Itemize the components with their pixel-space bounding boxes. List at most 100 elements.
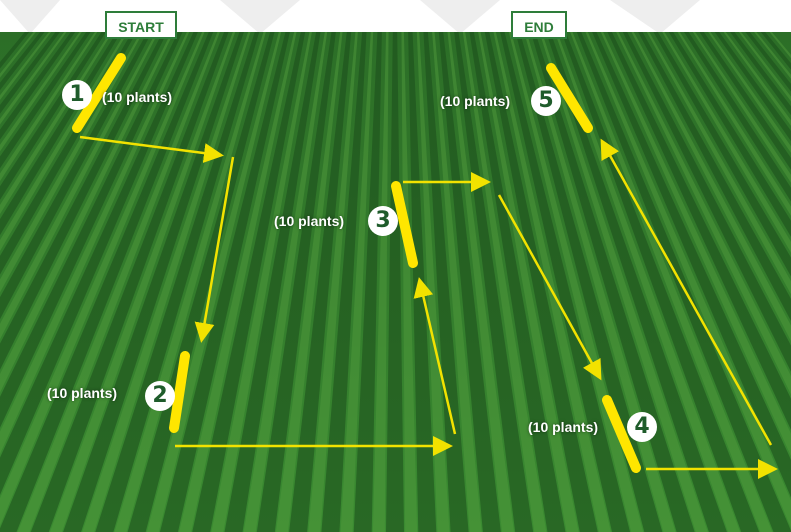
crop-row <box>646 32 791 295</box>
crop-row <box>0 32 144 293</box>
crop-row <box>275 32 343 532</box>
crop-row <box>432 32 482 532</box>
station-plants-3: (10 plants) <box>274 213 345 229</box>
crop-furrow <box>653 32 791 277</box>
sample-marker-2 <box>169 351 190 433</box>
crop-furrow <box>484 32 598 532</box>
crop-row <box>769 32 791 59</box>
crop-furrow <box>256 32 336 532</box>
path-arrow-8 <box>600 138 773 446</box>
crop-furrow <box>592 32 791 498</box>
crop-row <box>0 32 52 100</box>
crop-row <box>372 32 389 532</box>
crop-furrow <box>699 32 791 170</box>
station-number-1: 1 <box>62 80 92 110</box>
crop-row <box>692 32 791 183</box>
crop-row <box>493 32 611 532</box>
station-number-4: 4 <box>627 412 657 442</box>
crop-furrow <box>469 32 566 532</box>
crop-row <box>17 32 220 532</box>
crop-row <box>0 32 113 215</box>
station-plants-4: (10 plants) <box>528 419 599 435</box>
crop-furrow <box>622 32 791 372</box>
crop-row <box>738 32 791 102</box>
sample-marker-4 <box>602 395 641 473</box>
crop-furrow <box>638 32 791 321</box>
crop-row <box>539 32 708 532</box>
crop-row <box>478 32 579 532</box>
crop-row <box>49 32 236 532</box>
crop-row <box>211 32 312 532</box>
crop-row <box>0 32 128 251</box>
crop-furrow <box>0 32 214 532</box>
crop-row <box>662 32 791 253</box>
station-number-3: 3 <box>368 206 398 236</box>
crop-furrow <box>515 32 663 532</box>
station-number-2: 2 <box>145 381 175 411</box>
path-arrow-2 <box>194 156 235 343</box>
crop-furrow <box>576 32 791 532</box>
crop-row <box>0 32 82 152</box>
crop-furrow <box>0 32 45 91</box>
crop-furrow <box>0 32 198 496</box>
end-label: END <box>511 11 567 39</box>
crop-row <box>585 32 791 529</box>
crop-row <box>0 32 174 393</box>
crop-furrow <box>530 32 695 532</box>
crop-row <box>0 32 205 526</box>
crop-row <box>340 32 374 532</box>
path-arrow-4 <box>413 277 457 435</box>
sample-marker-5 <box>546 63 593 133</box>
crop-furrow <box>321 32 367 532</box>
crop-furrow <box>454 32 534 532</box>
start-label: START <box>105 11 177 39</box>
crop-furrow <box>224 32 321 532</box>
crop-row <box>0 32 159 340</box>
crop-furrow <box>760 32 791 70</box>
crop-furrow <box>745 32 791 92</box>
crop-furrow <box>159 32 290 532</box>
crop-furrow <box>386 32 404 532</box>
crop-row <box>462 32 547 532</box>
crop-row <box>708 32 791 153</box>
crop-furrow <box>0 32 91 169</box>
crop-row <box>600 32 791 457</box>
crop-furrow <box>423 32 469 532</box>
crop-row <box>0 32 190 455</box>
crop-furrow <box>438 32 501 532</box>
crop-furrow <box>684 32 791 202</box>
crop-furrow <box>607 32 791 430</box>
crop-furrow <box>0 32 60 114</box>
crop-furrow <box>668 32 791 237</box>
crop-furrow <box>0 32 183 428</box>
path-arrow-1 <box>79 135 224 163</box>
station-plants-2: (10 plants) <box>47 385 118 401</box>
crop-furrow <box>730 32 791 116</box>
crop-furrow <box>30 32 229 532</box>
crop-row <box>416 32 450 532</box>
crop-furrow <box>546 32 727 532</box>
crop-row <box>243 32 328 532</box>
crop-row <box>631 32 791 342</box>
crop-furrow <box>0 32 30 69</box>
crop-furrow <box>289 32 352 532</box>
crop-furrow <box>0 32 168 370</box>
crop-furrow <box>500 32 631 532</box>
path-arrow-6 <box>497 194 602 381</box>
crop-row <box>0 32 36 78</box>
sample-marker-3 <box>391 181 418 268</box>
crop-furrow <box>192 32 306 532</box>
crop-row <box>570 32 773 532</box>
crop-furrow <box>353 32 382 532</box>
crop-furrow <box>714 32 791 142</box>
sample-marker-1 <box>72 53 126 133</box>
crop-row <box>616 32 791 395</box>
crop-row <box>723 32 791 126</box>
crop-row <box>754 32 791 79</box>
crop-row <box>401 32 418 532</box>
crop-row <box>524 32 676 532</box>
crop-furrow <box>0 32 152 320</box>
station-plants-1: (10 plants) <box>102 89 173 105</box>
